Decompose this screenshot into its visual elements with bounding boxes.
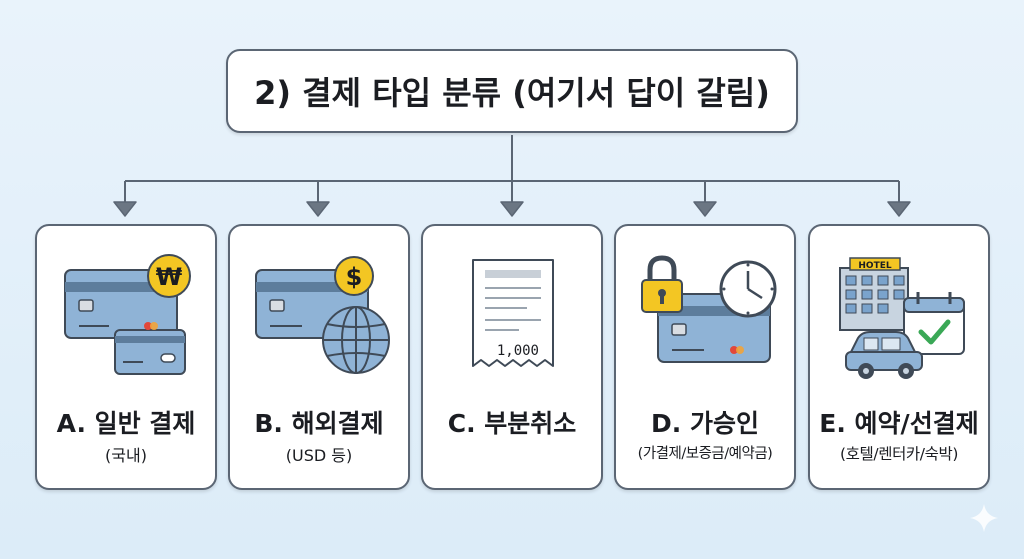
credit-cards-won-coin-icon: ₩ bbox=[64, 254, 191, 375]
card-reservation-prepayment: HOTEL E. 예약/선결제 (호텔/렌터카/숙박) bbox=[808, 224, 990, 490]
card-subtitle: (가결제/보증금/예약금) bbox=[637, 446, 773, 462]
card-partial-cancel: 1,000 C. 부분취소 bbox=[421, 224, 603, 490]
calendar-icon bbox=[903, 292, 965, 355]
arrow-d bbox=[693, 201, 717, 217]
card-title: E. 예약/선결제 bbox=[819, 409, 979, 438]
arrow-c bbox=[500, 201, 524, 217]
card-general-payment: ₩ A. 일반 결제 (국내) bbox=[35, 224, 217, 490]
clock-icon bbox=[719, 260, 777, 318]
hotel-sign: HOTEL bbox=[858, 261, 891, 271]
globe-icon bbox=[322, 306, 390, 374]
card-title: B. 해외결제 bbox=[254, 409, 384, 438]
dollar-symbol: $ bbox=[346, 263, 363, 291]
hotel-icon: HOTEL bbox=[839, 257, 909, 331]
card-lock-clock-icon bbox=[641, 255, 777, 363]
card-title: C. 부분취소 bbox=[447, 409, 577, 438]
sparkle-icon bbox=[970, 504, 998, 532]
diagram-title: 2) 결제 타입 분류 (여기서 답이 갈림) bbox=[226, 49, 798, 133]
card-pre-authorization: D. 가승인 (가결제/보증금/예약금) bbox=[614, 224, 796, 490]
card-subtitle: (국내) bbox=[105, 446, 147, 465]
receipt-amount: 1,000 bbox=[497, 343, 539, 359]
check-icon bbox=[918, 319, 951, 345]
arrow-a bbox=[113, 201, 137, 217]
hotel-car-calendar-icon: HOTEL bbox=[839, 257, 965, 379]
card-title: D. 가승인 bbox=[651, 409, 759, 438]
card-subtitle: (USD 등) bbox=[285, 446, 353, 465]
won-symbol: ₩ bbox=[156, 263, 183, 291]
card-dollar-globe-icon: $ bbox=[255, 256, 390, 374]
card-title: A. 일반 결제 bbox=[56, 409, 196, 438]
receipt-icon: 1,000 bbox=[472, 259, 554, 367]
arrow-e bbox=[887, 201, 911, 217]
card-subtitle: (호텔/렌터카/숙박) bbox=[840, 445, 958, 463]
arrow-b bbox=[306, 201, 330, 217]
card-overseas-payment: $ B. 해외결제 (USD 등) bbox=[228, 224, 410, 490]
lock-icon bbox=[641, 255, 683, 313]
car-icon bbox=[845, 331, 923, 379]
